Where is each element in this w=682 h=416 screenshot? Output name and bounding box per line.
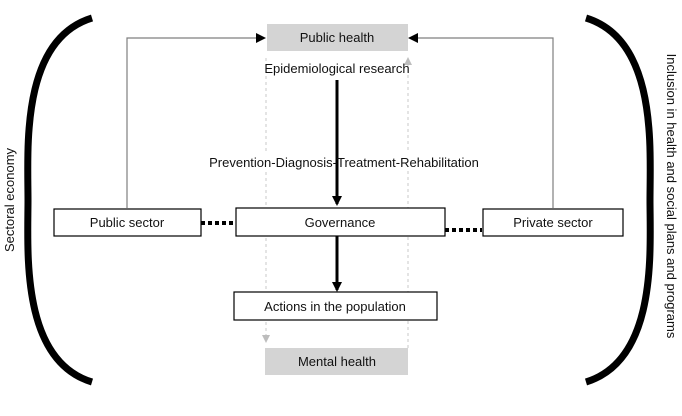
private-sector-label: Private sector [513, 215, 593, 230]
prevention-diagnosis-label: Prevention-Diagnosis-Treatment-Rehabilit… [209, 155, 479, 170]
sectoral-economy-label: Sectoral economy [2, 147, 17, 252]
private-sector-box: Private sector [482, 208, 624, 237]
mental-health-label: Mental health [298, 354, 376, 369]
public-health-label: Public health [300, 30, 374, 45]
public-sector-feedback-arrow [126, 33, 266, 208]
governance-box: Governance [235, 207, 446, 237]
right-bracket [584, 14, 654, 386]
actions-box: Actions in the population [233, 291, 438, 321]
public-sector-label: Public sector [90, 215, 165, 230]
inclusion-label: Inclusion in health and social plans and… [664, 54, 679, 339]
left-bracket [24, 14, 94, 386]
public-health-box: Public health [267, 24, 408, 51]
governance-label: Governance [305, 215, 376, 230]
epidemiological-research-label: Epidemiological research [264, 61, 409, 76]
mental-health-box: Mental health [265, 348, 408, 375]
actions-label: Actions in the population [264, 299, 406, 314]
private-sector-feedback-arrow [408, 33, 554, 208]
public-sector-box: Public sector [53, 208, 202, 237]
